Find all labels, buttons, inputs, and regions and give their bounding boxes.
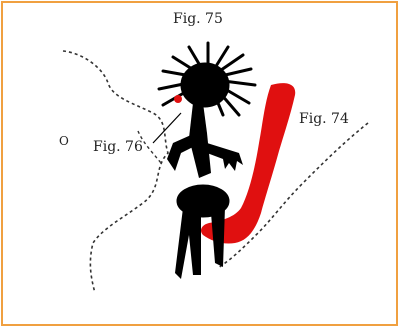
black-figure xyxy=(159,43,255,279)
dashed-outline-left xyxy=(63,51,168,293)
label-fig76: Fig. 76 xyxy=(93,139,143,155)
torso xyxy=(189,103,211,178)
dashed-outline-right xyxy=(218,123,368,268)
fig76-pointer xyxy=(153,113,181,143)
arm-left xyxy=(167,135,193,171)
arm-right xyxy=(207,143,243,171)
figure-frame: Fig. 75 Fig. 74 Fig. 76 O xyxy=(1,1,398,326)
label-fig75: Fig. 75 xyxy=(173,11,223,27)
label-fig74: Fig. 74 xyxy=(299,111,349,127)
rock-art-drawing xyxy=(3,3,400,328)
label-mark: O xyxy=(59,134,69,148)
head xyxy=(181,63,229,107)
red-dot xyxy=(174,95,182,103)
legs xyxy=(175,207,225,279)
